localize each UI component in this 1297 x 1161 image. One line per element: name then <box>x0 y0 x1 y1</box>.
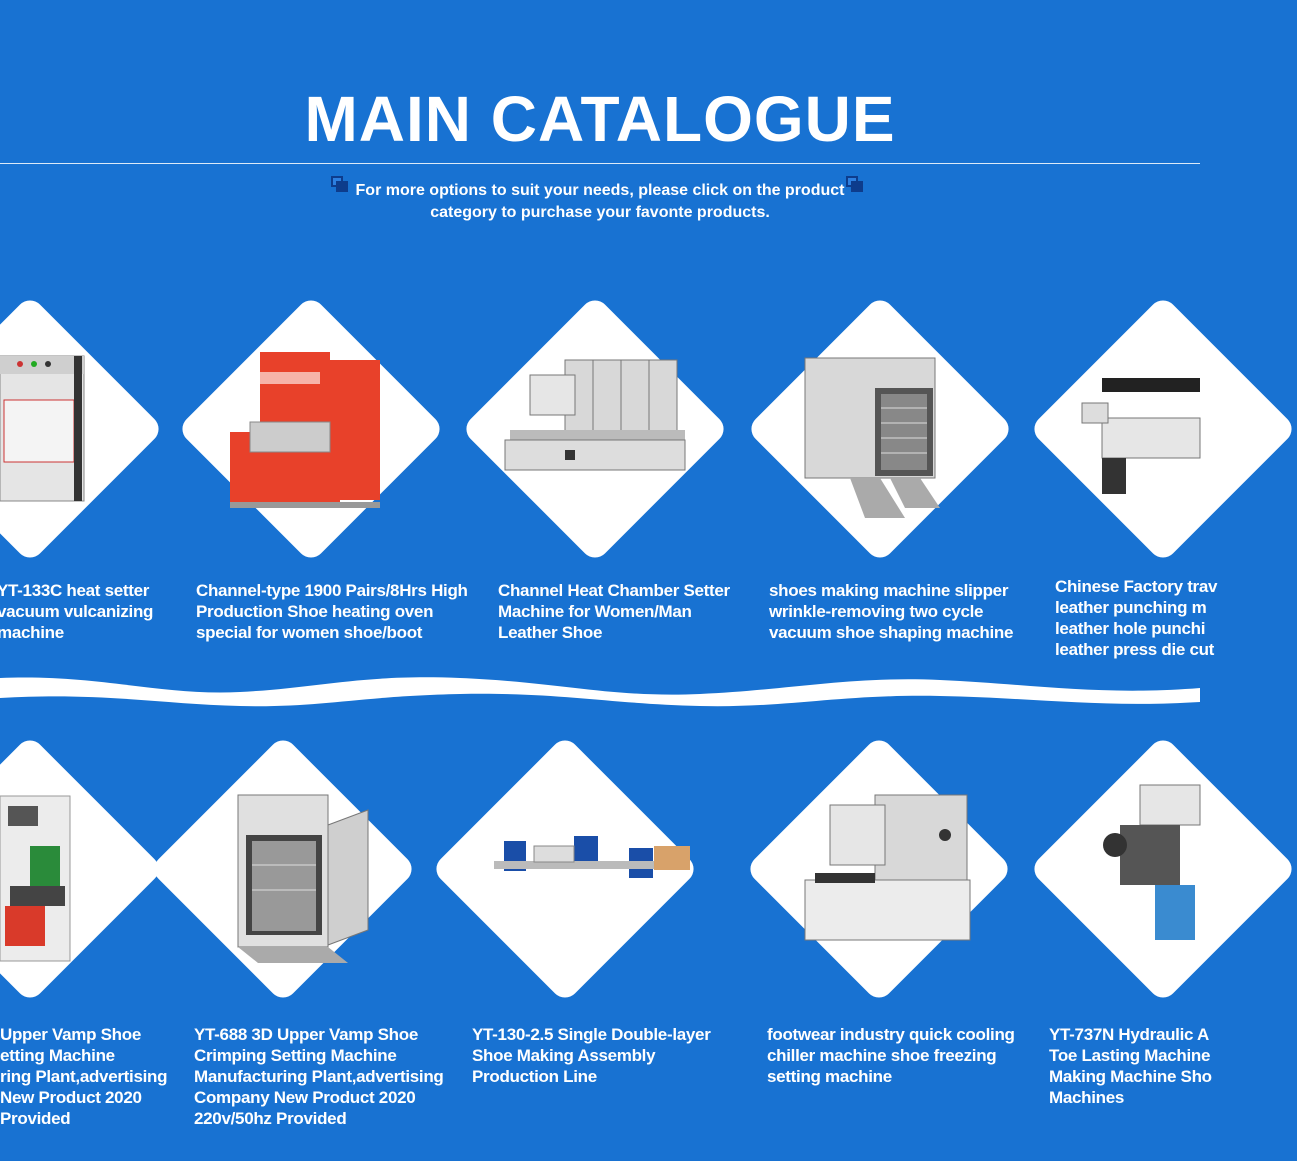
title-divider <box>0 163 1200 164</box>
product-name-10[interactable]: YT-737N Hydraulic A Toe Lasting Machine … <box>1049 1025 1212 1107</box>
product-name-8[interactable]: YT-130-2.5 Single Double-layer Shoe Maki… <box>472 1025 711 1086</box>
product-name-3[interactable]: Channel Heat Chamber Setter Machine for … <box>498 581 730 642</box>
product-image-4[interactable] <box>804 357 945 520</box>
catalogue-page: MAIN CATALOGUE For more options to suit … <box>0 83 1297 1128</box>
product-name-2[interactable]: Channel-type 1900 Pairs/8Hrs High Produc… <box>196 581 468 642</box>
product-image-2[interactable] <box>230 352 390 522</box>
product-image-9[interactable] <box>804 794 971 945</box>
product-name-6[interactable]: Upper Vamp Shoe etting Machine ring Plan… <box>0 1025 168 1128</box>
product-image-6[interactable] <box>0 776 75 966</box>
product-name-1[interactable]: YT-133C heat setter vacuum vulcanizing m… <box>0 581 154 642</box>
product-name-5[interactable]: Chinese Factory trav leather punching m … <box>1055 577 1218 659</box>
subtitle-line-1: For more options to suit your needs, ple… <box>355 182 845 199</box>
close-quote-icon <box>846 176 864 192</box>
product-image-3[interactable] <box>504 359 690 480</box>
product-image-10[interactable] <box>1100 784 1201 950</box>
page-subtitle: For more options to suit your needs, ple… <box>0 180 1200 224</box>
page-title: MAIN CATALOGUE <box>304 83 896 155</box>
product-image-1[interactable] <box>0 348 90 508</box>
subtitle-line-2: category to purchase your favonte produc… <box>430 204 770 221</box>
product-image-7[interactable] <box>237 794 378 965</box>
product-name-9[interactable]: footwear industry quick cooling chiller … <box>767 1025 1015 1086</box>
product-name-7[interactable]: YT-688 3D Upper Vamp Shoe Crimping Setti… <box>194 1025 444 1128</box>
wave-divider <box>0 677 1200 707</box>
product-image-8[interactable] <box>494 826 694 896</box>
product-name-4[interactable]: shoes making machine slipper wrinkle-rem… <box>769 581 1014 642</box>
open-quote-icon <box>331 176 349 192</box>
product-image-5[interactable] <box>1081 378 1201 498</box>
